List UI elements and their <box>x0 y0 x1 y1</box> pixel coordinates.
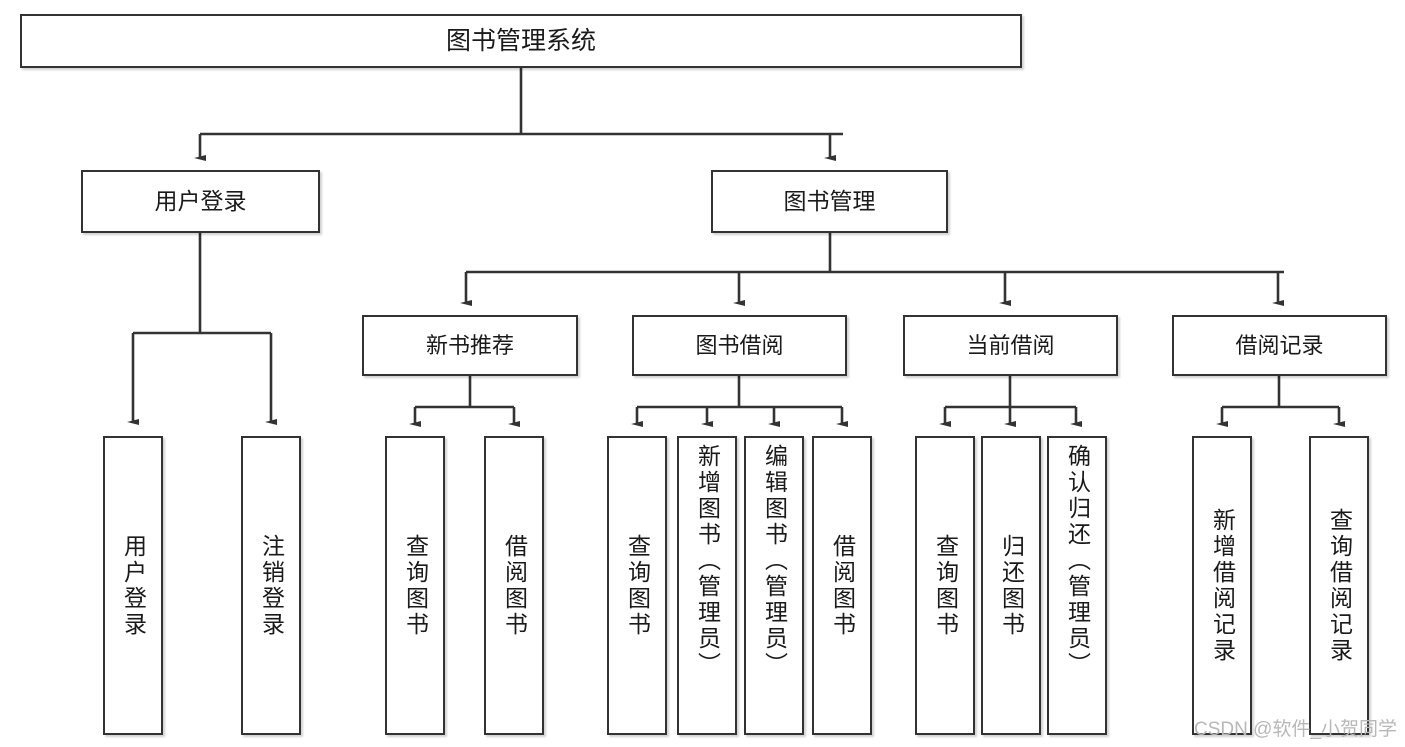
node-leaf-confirm-return[interactable]: 确认归还（管理员） <box>1047 436 1107 735</box>
node-root-label: 图书管理系统 <box>445 26 596 55</box>
node-leaf-query-book-1-label: 查询图书 <box>402 533 429 638</box>
node-user-login-label: 用户登录 <box>154 188 247 215</box>
node-leaf-edit-book[interactable]: 编辑图书（管理员） <box>744 436 804 735</box>
node-borrow-record-label: 借阅记录 <box>1235 332 1324 358</box>
node-leaf-return-book-label: 归还图书 <box>998 533 1025 638</box>
node-borrow-record[interactable]: 借阅记录 <box>1172 315 1387 376</box>
node-user-login[interactable]: 用户登录 <box>81 170 320 233</box>
node-leaf-query-record-label: 查询借阅记录 <box>1326 507 1353 664</box>
node-new-book-recommend[interactable]: 新书推荐 <box>362 315 578 376</box>
node-leaf-borrow-book-2-label: 借阅图书 <box>829 533 856 638</box>
node-leaf-user-login-label: 用户登录 <box>120 533 147 638</box>
node-leaf-add-record[interactable]: 新增借阅记录 <box>1192 436 1252 735</box>
node-leaf-return-book[interactable]: 归还图书 <box>981 436 1041 735</box>
node-leaf-query-book-1[interactable]: 查询图书 <box>385 436 445 735</box>
node-leaf-add-record-label: 新增借阅记录 <box>1209 507 1236 664</box>
node-book-borrow[interactable]: 图书借阅 <box>632 315 847 376</box>
node-leaf-borrow-book-1[interactable]: 借阅图书 <box>484 436 544 735</box>
node-book-management[interactable]: 图书管理 <box>711 170 948 233</box>
node-book-management-label: 图书管理 <box>783 188 876 215</box>
node-leaf-logout-login[interactable]: 注销登录 <box>241 436 301 735</box>
node-leaf-confirm-return-label: 确认归还（管理员） <box>1064 444 1091 678</box>
node-leaf-borrow-book-2[interactable]: 借阅图书 <box>812 436 872 735</box>
node-leaf-query-book-2[interactable]: 查询图书 <box>607 436 667 735</box>
node-leaf-query-book-3-label: 查询图书 <box>932 533 959 638</box>
node-leaf-logout-login-label: 注销登录 <box>258 533 285 638</box>
node-leaf-query-book-2-label: 查询图书 <box>624 533 651 638</box>
node-leaf-user-login[interactable]: 用户登录 <box>103 436 163 735</box>
node-leaf-add-book[interactable]: 新增图书（管理员） <box>677 436 737 735</box>
node-leaf-add-book-label: 新增图书（管理员） <box>694 444 721 678</box>
node-new-book-recommend-label: 新书推荐 <box>425 332 514 358</box>
node-root[interactable]: 图书管理系统 <box>20 14 1022 68</box>
node-leaf-query-book-3[interactable]: 查询图书 <box>915 436 975 735</box>
node-leaf-edit-book-label: 编辑图书（管理员） <box>761 444 788 678</box>
node-book-borrow-label: 图书借阅 <box>695 332 784 358</box>
node-leaf-query-record[interactable]: 查询借阅记录 <box>1309 436 1369 735</box>
node-current-borrow-label: 当前借阅 <box>966 332 1055 358</box>
node-current-borrow[interactable]: 当前借阅 <box>903 315 1118 376</box>
node-leaf-borrow-book-1-label: 借阅图书 <box>501 533 528 638</box>
watermark-text: CSDN @软件_小贺同学 <box>1194 719 1397 740</box>
